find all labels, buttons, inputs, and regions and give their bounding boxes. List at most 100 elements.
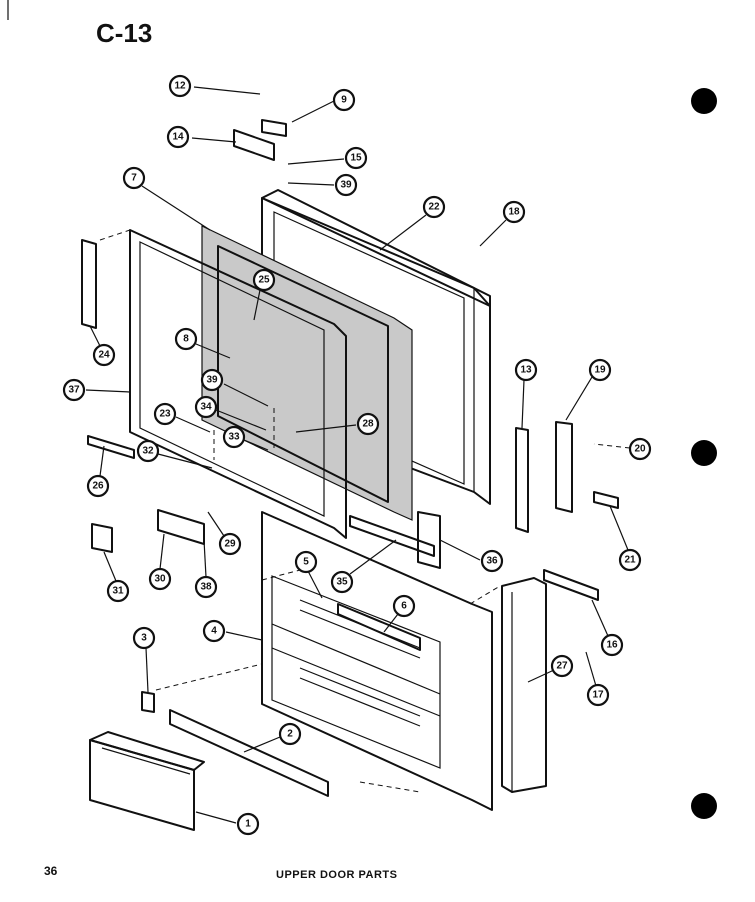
- callout-12: 12: [168, 74, 261, 98]
- svg-text:19: 19: [594, 365, 606, 376]
- callout-22: 22: [379, 195, 446, 251]
- callout-37: 37: [62, 378, 131, 402]
- svg-text:27: 27: [556, 661, 568, 672]
- callout-29: 29: [207, 511, 242, 556]
- assembly-lines: [99, 229, 501, 793]
- callout-2: 2: [243, 722, 302, 753]
- svg-text:32: 32: [142, 446, 154, 457]
- callout-21: 21: [609, 505, 642, 572]
- callout-32: 32: [136, 439, 213, 469]
- callout-26: 26: [86, 445, 110, 498]
- callout-1: 1: [195, 811, 260, 836]
- hinge-bracket-left: [141, 691, 155, 713]
- svg-text:20: 20: [634, 444, 646, 455]
- mounting-bracket: [555, 421, 573, 513]
- svg-text:33: 33: [228, 432, 240, 443]
- binder-hole-middle: [691, 440, 717, 466]
- svg-text:29: 29: [224, 539, 236, 550]
- callout-15: 15: [287, 146, 368, 170]
- svg-text:3: 3: [141, 633, 147, 644]
- callout-34: 34: [194, 395, 267, 431]
- strip-left: [81, 239, 97, 329]
- callout-30: 30: [148, 533, 172, 591]
- svg-text:22: 22: [428, 202, 440, 213]
- svg-text:30: 30: [154, 574, 166, 585]
- callout-16: 16: [591, 599, 624, 657]
- callout-8: 8: [174, 327, 231, 359]
- storage-bin: [89, 731, 205, 831]
- callout-39-lower: 39: [200, 368, 269, 407]
- door-insulation: [201, 225, 413, 521]
- hinge-upper: [233, 129, 275, 161]
- svg-text:24: 24: [98, 350, 110, 361]
- svg-text:14: 14: [172, 132, 184, 143]
- callout-23: 23: [153, 402, 211, 433]
- binder-hole-bottom: [691, 793, 717, 819]
- svg-text:38: 38: [200, 582, 212, 593]
- callout-31: 31: [103, 551, 130, 603]
- lower-bracket: [543, 569, 599, 601]
- svg-text:12: 12: [174, 81, 186, 92]
- callout-38: 38: [194, 539, 218, 599]
- svg-text:17: 17: [592, 690, 604, 701]
- svg-text:18: 18: [508, 207, 520, 218]
- svg-text:7: 7: [131, 173, 137, 184]
- svg-text:39: 39: [340, 180, 352, 191]
- svg-text:16: 16: [606, 640, 618, 651]
- shelf-rail: [337, 603, 421, 651]
- svg-text:23: 23: [159, 409, 171, 420]
- callout-17: 17: [585, 651, 610, 707]
- svg-text:1: 1: [245, 819, 251, 830]
- inner-door-liner: [261, 511, 493, 811]
- svg-text:9: 9: [341, 95, 347, 106]
- cover-strip: [593, 491, 619, 509]
- handle-trim: [501, 577, 547, 793]
- svg-text:2: 2: [287, 729, 293, 740]
- svg-text:34: 34: [200, 402, 212, 413]
- callout-33: 33: [222, 425, 269, 451]
- callout-13: 13: [514, 358, 538, 429]
- callout-39: 39: [287, 173, 358, 197]
- callout-36: 36: [439, 539, 504, 573]
- callout-7: 7: [122, 166, 211, 231]
- callout-18: 18: [479, 200, 526, 247]
- callout-28: 28: [295, 412, 380, 436]
- bottom-frame-bracket: [349, 515, 435, 557]
- svg-text:13: 13: [520, 365, 532, 376]
- hinge-plate: [91, 523, 113, 553]
- svg-text:25: 25: [258, 275, 270, 286]
- callout-5: 5: [294, 550, 323, 599]
- stop-bracket: [515, 427, 529, 533]
- svg-text:26: 26: [92, 481, 104, 492]
- page-caption: UPPER DOOR PARTS: [276, 869, 398, 881]
- callout-3: 3: [132, 626, 156, 693]
- callout-20: 20: [593, 437, 652, 461]
- bottom-rail: [169, 709, 329, 797]
- callout-27: 27: [527, 654, 574, 683]
- svg-text:28: 28: [362, 419, 374, 430]
- hinge-pin: [261, 119, 287, 137]
- svg-text:4: 4: [211, 626, 217, 637]
- svg-text:5: 5: [303, 557, 309, 568]
- svg-text:15: 15: [350, 153, 362, 164]
- page-number: 36: [44, 864, 58, 878]
- callout-25: 25: [252, 268, 276, 321]
- side-channel: [417, 511, 441, 569]
- svg-text:21: 21: [624, 555, 636, 566]
- callout-19: 19: [565, 358, 612, 421]
- callout-24: 24: [89, 325, 116, 367]
- svg-text:37: 37: [68, 385, 80, 396]
- svg-text:35: 35: [336, 577, 348, 588]
- callout-4: 4: [202, 619, 263, 643]
- callout-9: 9: [291, 88, 356, 123]
- hinge-lower: [157, 509, 205, 545]
- cover-plate-left: [87, 435, 135, 459]
- page-title: C-13: [96, 18, 153, 48]
- svg-text:8: 8: [183, 334, 189, 345]
- callout-6: 6: [383, 594, 416, 633]
- svg-text:6: 6: [401, 601, 407, 612]
- callout-35: 35: [330, 539, 397, 594]
- binder-hole-top: [691, 88, 717, 114]
- door-gasket: [129, 229, 347, 539]
